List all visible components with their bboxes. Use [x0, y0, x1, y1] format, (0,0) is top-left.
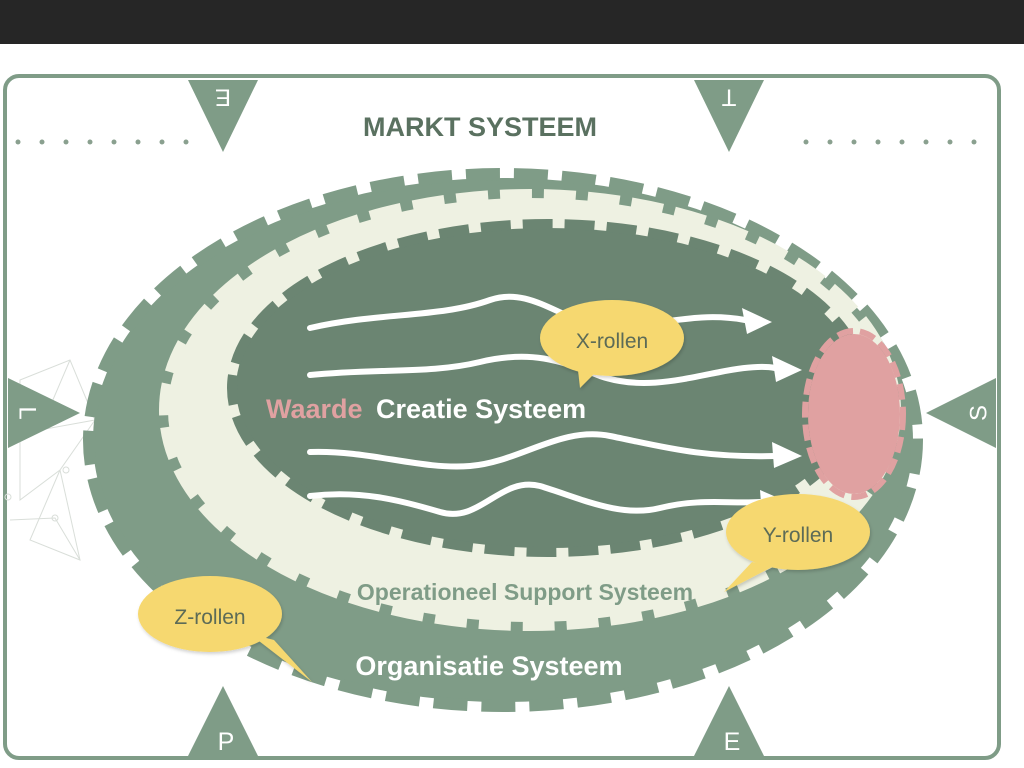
pestel-right: S	[926, 378, 996, 448]
pestel-bottom-right-letter: E	[724, 728, 741, 756]
value-creation-core	[236, 228, 860, 548]
z-roles-bubble	[138, 576, 312, 682]
pestel-top-right-letter: T	[721, 84, 736, 111]
customer-value-target-dashes	[802, 328, 906, 500]
market-title: MARKT SYSTEEM	[363, 112, 597, 142]
arrow-head-2	[772, 356, 802, 382]
y-roles-label: Y-rollen	[763, 524, 833, 547]
x-roles-label: X-rollen	[576, 330, 648, 353]
diagram-canvas: MARKT SYSTEEM E T L S P E	[0, 44, 1024, 768]
value-word: Waarde	[266, 394, 363, 424]
pestel-right-letter: S	[965, 405, 992, 421]
pestel-bottom-right: E	[694, 686, 764, 756]
system-diagram: MARKT SYSTEEM E T L S P E	[3, 74, 1001, 760]
arrow-head-3	[772, 442, 802, 468]
window-top-bar	[0, 0, 1024, 44]
flow-arrow-3	[307, 431, 778, 470]
dotted-line-left	[15, 139, 189, 145]
pestel-top-right: T	[694, 80, 764, 152]
pestel-top-left: E	[188, 80, 258, 152]
organisation-system-dashes	[83, 168, 923, 712]
pestel-left-letter: L	[14, 406, 41, 419]
dotted-line-right	[803, 139, 977, 145]
value-creation-label: Waarde Creatie Systeem	[266, 394, 586, 424]
arrow-head-1	[742, 308, 772, 334]
z-roles-label: Z-rollen	[174, 606, 245, 629]
y-roles-bubble	[724, 494, 870, 592]
support-system-label: Operationeel Support Systeem	[357, 579, 693, 605]
pestel-top-left-letter: E	[215, 84, 231, 111]
creation-system-words: Creatie Systeem	[376, 394, 586, 424]
pestel-left: L	[8, 378, 80, 448]
flow-arrow-4	[307, 481, 763, 517]
customer-value-target	[808, 334, 900, 494]
pestel-bottom-left: P	[188, 686, 258, 756]
x-roles-bubble	[540, 300, 684, 388]
organisation-system-label: Organisatie Systeem	[355, 651, 622, 681]
pestel-bottom-left-letter: P	[218, 728, 235, 756]
